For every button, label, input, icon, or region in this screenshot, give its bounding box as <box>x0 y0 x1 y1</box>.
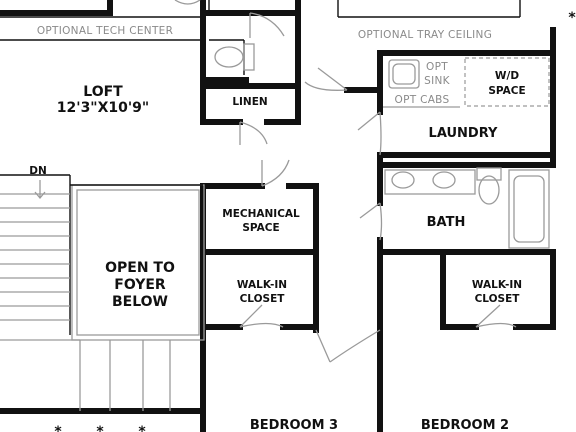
label-walkin-b: WALK-IN <box>472 279 522 291</box>
star-marker-3: * <box>138 424 146 432</box>
label-mechanical-space: SPACE <box>242 222 279 234</box>
fixtures <box>174 0 550 249</box>
label-loft-size: 12'3"X10'9" <box>57 100 149 116</box>
label-down: DN <box>29 165 47 177</box>
open-to-below-railing <box>70 184 205 341</box>
walls <box>0 0 556 432</box>
label-opt-sink-1: OPT <box>426 61 448 73</box>
label-loft: LOFT <box>83 84 123 100</box>
star-marker-2: * <box>96 424 104 432</box>
label-bedroom-3: BEDROOM 3 <box>250 418 338 432</box>
label-tech-center: OPTIONAL TECH CENTER <box>37 25 173 37</box>
label-mechanical: MECHANICAL <box>222 208 300 220</box>
label-closet-a: CLOSET <box>240 293 286 305</box>
star-marker-top: * <box>568 10 576 26</box>
label-closet-b: CLOSET <box>475 293 521 305</box>
star-marker-1: * <box>54 424 62 432</box>
label-tray-ceiling: OPTIONAL TRAY CEILING <box>358 29 492 41</box>
label-opt-cabs: OPT CABS <box>395 94 450 106</box>
label-wd-space: SPACE <box>488 85 525 97</box>
label-bedroom-2: BEDROOM 2 <box>421 418 509 432</box>
stair <box>0 174 171 411</box>
label-laundry: LAUNDRY <box>429 126 498 141</box>
label-opt-sink-2: SINK <box>424 75 451 87</box>
label-walkin-a: WALK-IN <box>237 279 287 291</box>
label-wd: W/D <box>495 70 519 82</box>
label-linen: LINEN <box>232 96 267 108</box>
doors <box>239 12 517 363</box>
label-open-to: OPEN TO <box>105 260 175 276</box>
label-foyer: FOYER <box>114 277 166 293</box>
label-below: BELOW <box>112 294 168 310</box>
label-bath: BATH <box>427 215 466 230</box>
